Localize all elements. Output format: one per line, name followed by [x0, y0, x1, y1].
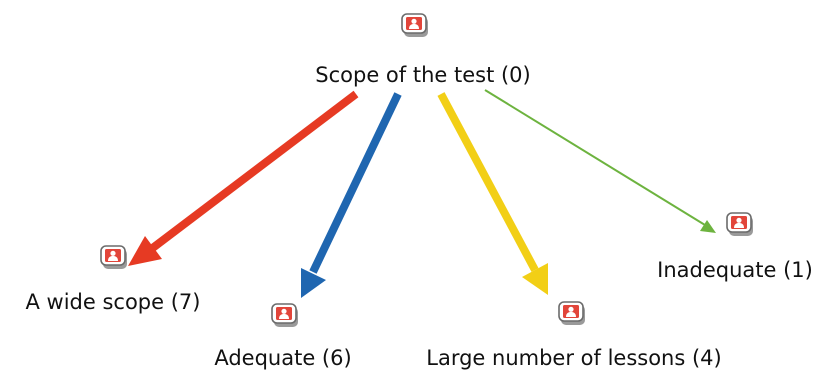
node-adequate[interactable]: Adequate (6)	[214, 303, 352, 370]
arrow-to-a-wide-scope	[128, 90, 359, 266]
person-card-icon	[401, 13, 429, 38]
node-root[interactable]: Scope of the test (0)	[315, 13, 531, 87]
node-label-large-number-of-lessons: Large number of lessons (4)	[426, 346, 721, 370]
arrow-to-inadequate	[484, 89, 716, 233]
node-label-adequate: Adequate (6)	[214, 346, 351, 370]
person-card-icon	[726, 212, 754, 237]
node-label-root: Scope of the test (0)	[315, 63, 530, 87]
node-large-number-of-lessons[interactable]: Large number of lessons (4)	[426, 301, 722, 370]
person-card-icon	[558, 301, 586, 326]
node-inadequate[interactable]: Inadequate (1)	[657, 212, 813, 282]
node-label-inadequate: Inadequate (1)	[657, 258, 813, 282]
arrow-to-adequate	[301, 92, 402, 298]
arrow-to-large-number-of-lessons	[437, 92, 548, 295]
person-card-icon	[100, 245, 128, 270]
node-a-wide-scope[interactable]: A wide scope (7)	[26, 245, 201, 314]
person-card-icon	[271, 303, 299, 328]
node-label-a-wide-scope: A wide scope (7)	[26, 290, 201, 314]
